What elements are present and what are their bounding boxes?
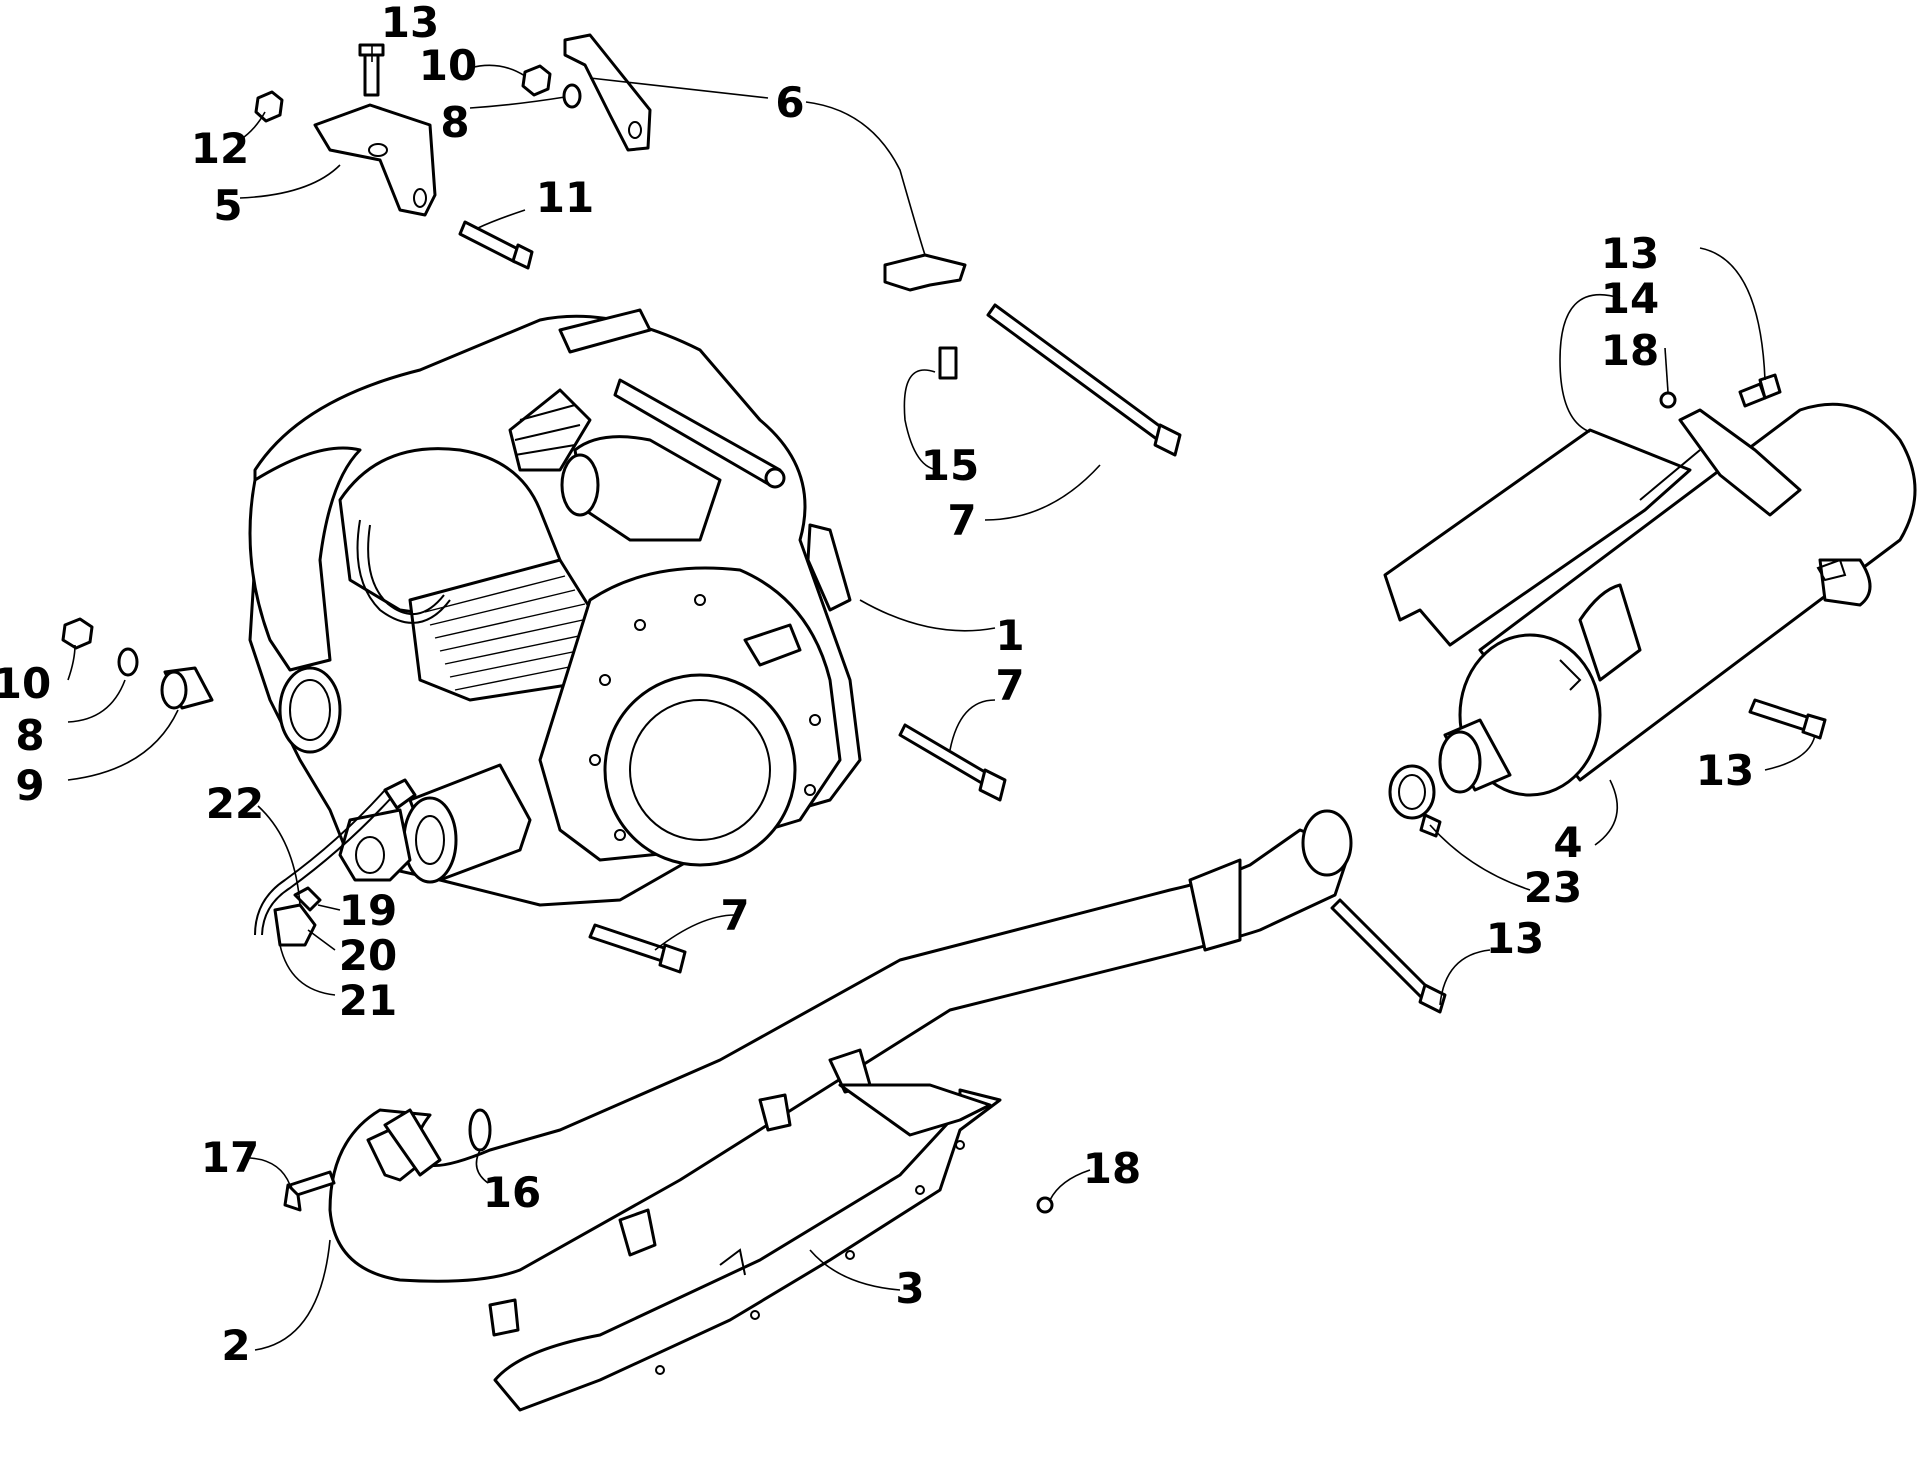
callout-12: 12	[191, 124, 249, 173]
callout-2: 2	[221, 1321, 250, 1370]
nut-12	[254, 90, 284, 123]
callout-7-mid: 7	[995, 661, 1024, 710]
leader-lines	[67, 45, 1816, 1351]
nut-10-top	[521, 64, 552, 97]
exhaust-pipe-2	[328, 809, 1353, 1337]
heat-shield-3	[493, 1083, 1002, 1412]
spacer-9	[160, 666, 214, 710]
callout-labels: 13 10 8 12 5 11 6 15 7 1 7 7 10 8 9 22 1…	[0, 0, 1754, 1370]
sensor-assembly	[254, 778, 417, 947]
callout-18-top: 18	[1601, 326, 1659, 375]
muffler-4	[1438, 402, 1917, 797]
callout-9: 9	[15, 761, 44, 810]
bolt-11	[458, 220, 534, 270]
bolt-13-muffler-right	[1748, 698, 1827, 740]
callout-7-top: 7	[947, 496, 976, 545]
callout-10-top: 10	[419, 41, 477, 90]
nut-10-left	[61, 617, 94, 650]
callout-21: 21	[339, 976, 397, 1025]
engine-mount-bracket-6	[563, 33, 652, 152]
callout-10-left: 10	[0, 659, 51, 708]
bolt-17	[283, 1170, 336, 1212]
callout-8-top: 8	[440, 98, 469, 147]
heat-shield-14	[1383, 408, 1802, 691]
bolt-13-pipe	[1330, 898, 1447, 1014]
long-bolt-7-low	[588, 923, 687, 974]
callout-11: 11	[536, 173, 594, 222]
callout-4: 4	[1553, 818, 1582, 867]
callout-20: 20	[339, 931, 397, 980]
gasket-16	[468, 1108, 492, 1152]
callout-19: 19	[339, 886, 397, 935]
bolt-15	[938, 346, 958, 380]
callout-13-top: 13	[381, 0, 439, 47]
callout-6: 6	[775, 78, 804, 127]
bolt-13-muffler-top	[1738, 373, 1782, 408]
callout-7-low: 7	[720, 891, 749, 940]
callout-13-muffler-right: 13	[1696, 746, 1754, 795]
callout-13-muffler-top: 13	[1601, 229, 1659, 278]
long-bolt-7-mid	[898, 723, 1007, 802]
callout-8-left: 8	[15, 711, 44, 760]
callout-18-shield: 18	[1083, 1144, 1141, 1193]
washer-8-left	[117, 647, 139, 677]
callout-5: 5	[213, 181, 242, 230]
callout-17: 17	[201, 1133, 259, 1182]
callout-16: 16	[483, 1168, 541, 1217]
callout-23: 23	[1524, 863, 1582, 912]
callout-3: 3	[895, 1264, 924, 1313]
callout-1: 1	[995, 611, 1024, 660]
rivet-18-shield	[1036, 1196, 1054, 1214]
clamp-23	[1388, 764, 1442, 838]
engine-assembly	[248, 308, 862, 907]
callout-22: 22	[206, 779, 264, 828]
callout-14: 14	[1601, 274, 1659, 323]
engine-mount-bracket-5	[313, 103, 437, 217]
callout-13-pipe: 13	[1486, 914, 1544, 963]
callout-15: 15	[921, 441, 979, 490]
washer-8-top	[562, 83, 582, 109]
long-bolt-7-top	[986, 303, 1182, 457]
rivet-18-top	[1659, 391, 1677, 409]
bracket-6-lower	[883, 253, 967, 292]
